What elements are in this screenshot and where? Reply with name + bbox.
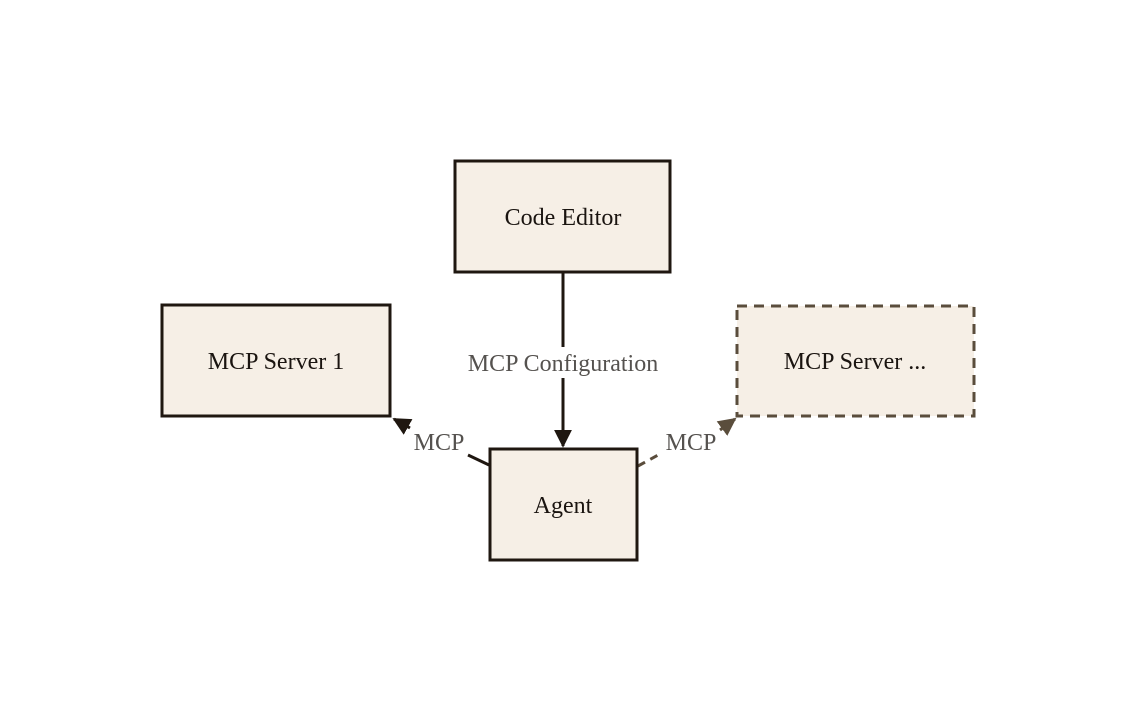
node-code-editor: Code Editor	[453, 159, 672, 274]
edge-line-arrow	[716, 417, 737, 436]
edge-agent-to-mcp-server-more: MCP	[637, 417, 737, 468]
edge-label-mcp-left: MCP	[414, 430, 465, 456]
edge-line-arrow	[392, 417, 413, 435]
node-box	[488, 447, 639, 562]
node-label: MCP Server ...	[784, 349, 926, 375]
node-mcp-server-more: MCP Server ...	[735, 304, 976, 418]
node-box	[160, 303, 392, 418]
edge-line-segment	[467, 453, 490, 467]
node-label: Agent	[534, 493, 593, 519]
edge-code-editor-to-agent: MCP Configuration	[468, 272, 658, 448]
node-box	[453, 159, 672, 274]
edge-label-mcp-right: MCP	[666, 430, 717, 456]
edge-line-segment	[637, 452, 661, 468]
node-mcp-server-1: MCP Server 1	[160, 303, 392, 418]
edge-label-mcp-configuration: MCP Configuration	[468, 351, 658, 377]
edge-agent-to-mcp-server-1: MCP	[392, 417, 490, 467]
node-label: MCP Server 1	[208, 349, 344, 375]
node-box	[735, 304, 976, 418]
node-agent: Agent	[488, 447, 639, 562]
node-label: Code Editor	[505, 205, 622, 231]
